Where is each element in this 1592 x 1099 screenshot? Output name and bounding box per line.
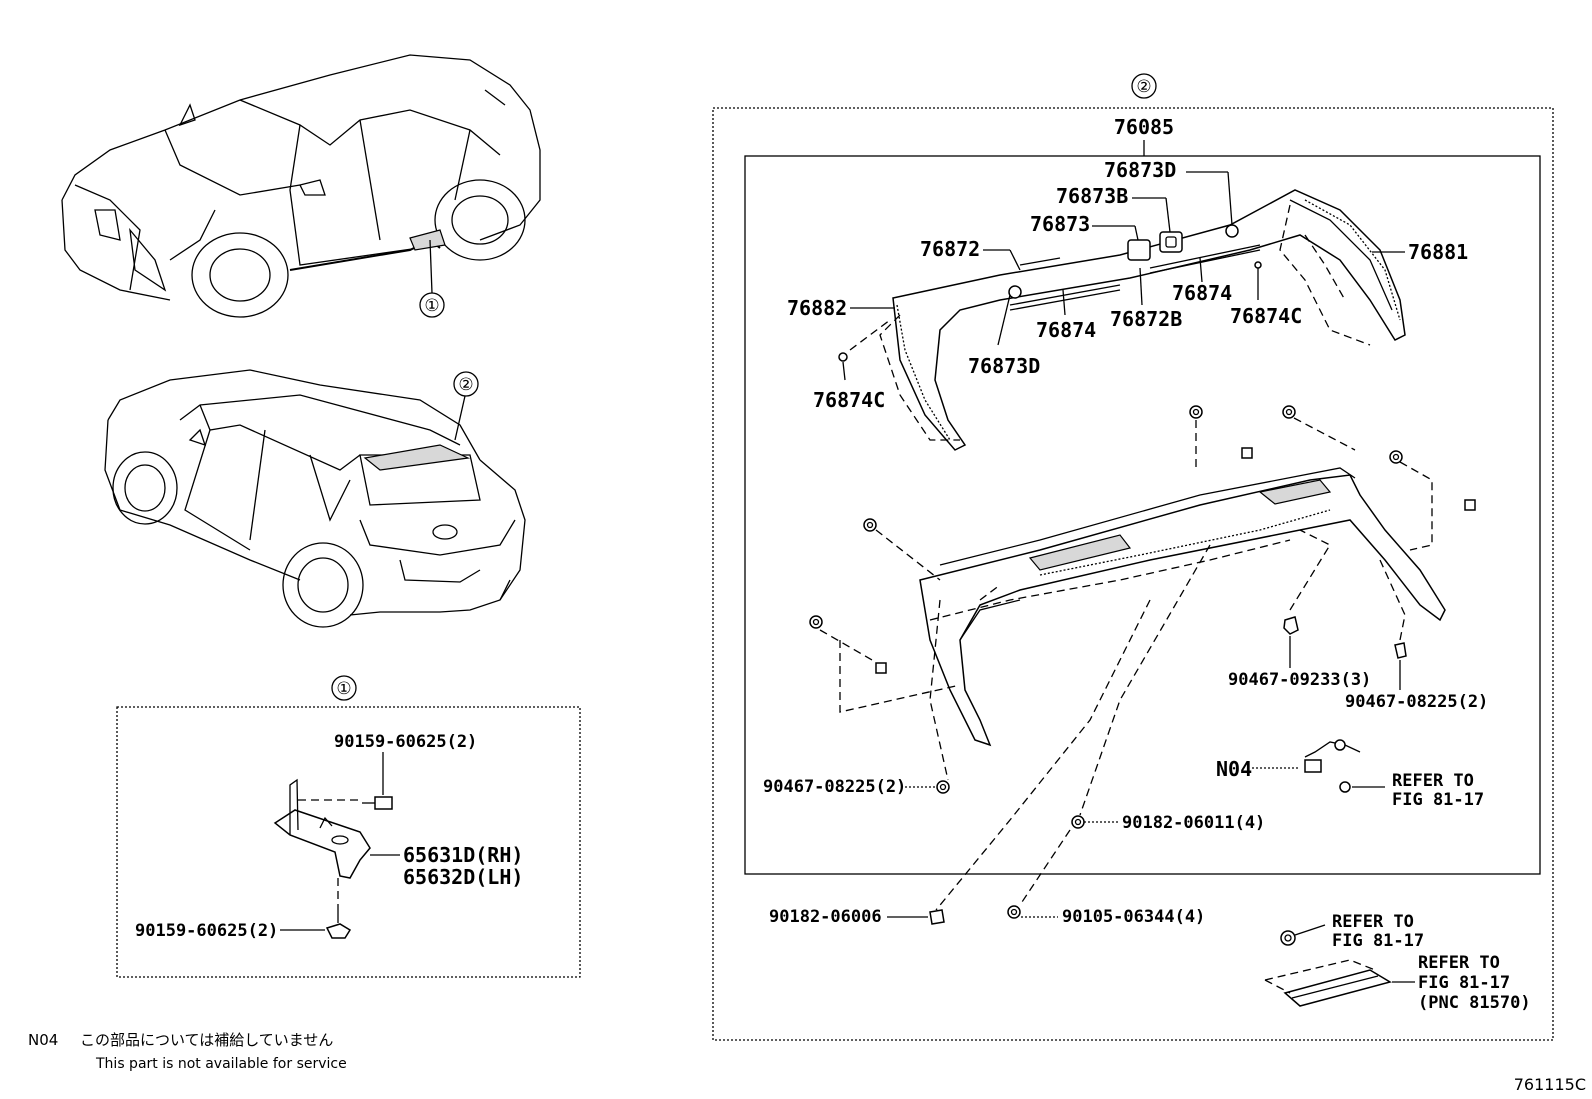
- label-90467-08225-left: 90467-08225(2): [763, 777, 906, 797]
- label-76085-assembly: 76085: [1114, 115, 1174, 139]
- label-90467-09233: 90467-09233(3): [1228, 670, 1371, 690]
- label-fig-81-17-1: FIG 81-17: [1392, 790, 1484, 810]
- label-65631D-RH: 65631D(RH): [403, 843, 523, 867]
- label-76873D-top: 76873D: [1104, 158, 1176, 182]
- callout-2-rear-view: [453, 371, 479, 397]
- label-76873B: 76873B: [1056, 184, 1128, 208]
- label-fig-81-17-2: FIG 81-17: [1332, 931, 1424, 951]
- label-pnc-81570: (PNC 81570): [1418, 993, 1531, 1013]
- footnote-japanese: この部品については補給していません: [80, 1031, 333, 1049]
- clip-76874C-right-icon: [1254, 261, 1262, 269]
- spoiler-upper-illustration: [892, 189, 1406, 451]
- hardware-icons: [809, 405, 1476, 946]
- label-90159-60625-upper: 90159-60625(2): [334, 732, 477, 752]
- label-90182-06011: 90182-06011(4): [1122, 813, 1265, 833]
- side-bracket-illustration: [273, 778, 371, 879]
- label-90467-08225-right: 90467-08225(2): [1345, 692, 1488, 712]
- panel-1-title: ①: [336, 679, 351, 699]
- footnote-english: This part is not available for service: [95, 1056, 347, 1072]
- callout-1-front-text: ①: [424, 296, 439, 316]
- clip-76874C-left-icon: [838, 352, 848, 362]
- spoiler-lower-illustration: [919, 467, 1446, 747]
- panel-2-title: ②: [1136, 77, 1151, 97]
- callout-2-rear-text: ②: [458, 375, 473, 395]
- label-refer-to-2: REFER TO: [1332, 912, 1414, 932]
- label-refer-to-1: REFER TO: [1392, 771, 1474, 791]
- label-76874-left: 76874: [1036, 318, 1096, 342]
- panel-1-frame: [116, 706, 581, 978]
- label-76873: 76873: [1030, 212, 1090, 236]
- garnish-strip-icon: [1283, 969, 1392, 1007]
- label-90182-06006: 90182-06006: [769, 907, 882, 927]
- callout-1-front-view: [419, 292, 445, 318]
- label-76881: 76881: [1408, 240, 1468, 264]
- rear-view-car-illustration: [104, 369, 526, 628]
- label-90159-60625-lower: 90159-60625(2): [135, 921, 278, 941]
- panel-2-outer-frame: [712, 107, 1554, 1041]
- label-76872: 76872: [920, 237, 980, 261]
- panel-1-callout: [331, 675, 357, 701]
- figure-code: 761115C: [1514, 1075, 1586, 1094]
- label-76874C-left: 76874C: [813, 388, 885, 412]
- label-65632D-LH: 65632D(LH): [403, 865, 523, 889]
- wire-harness-icon: [1304, 739, 1361, 773]
- label-76874-right: 76874: [1172, 281, 1232, 305]
- front-view-car-illustration: [61, 54, 541, 318]
- label-76874C-right: 76874C: [1230, 304, 1302, 328]
- label-refer-to-3: REFER TO: [1418, 953, 1500, 973]
- label-N04: N04: [1216, 757, 1252, 781]
- bolt-upper-icon: [362, 752, 393, 810]
- panel-2-inner-frame: [744, 155, 1541, 875]
- footnote-code: N04: [28, 1031, 58, 1049]
- label-76873D-low: 76873D: [968, 354, 1040, 378]
- label-90105-06344: 90105-06344(4): [1062, 907, 1205, 927]
- label-fig-81-17-3: FIG 81-17: [1418, 973, 1510, 993]
- bolt-lower-icon: [325, 910, 352, 939]
- panel-2-callout: [1131, 73, 1157, 99]
- label-76872B: 76872B: [1110, 307, 1182, 331]
- label-76882: 76882: [787, 296, 847, 320]
